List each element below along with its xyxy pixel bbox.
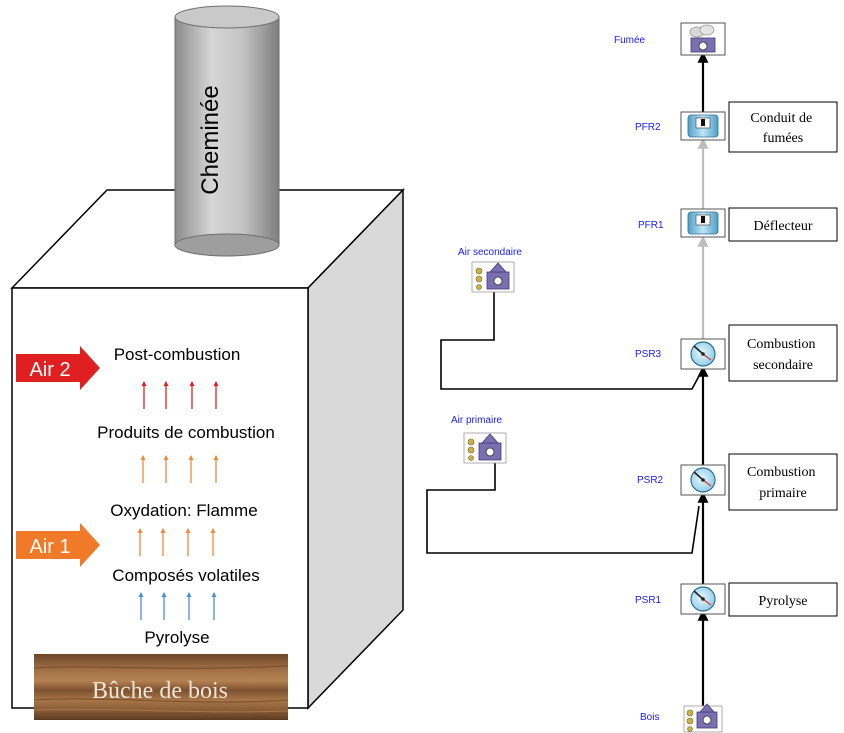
stage-pyrolysis: Pyrolyse	[144, 628, 209, 647]
stage-post-combustion: Post-combustion	[114, 345, 241, 364]
label-psr1: PSR1	[635, 595, 662, 606]
stage-volatiles: Composés volatiles	[112, 566, 259, 585]
box-combustion-primaire	[729, 454, 837, 510]
label-pfr1: PFR1	[638, 220, 664, 231]
box-pyrolyse-label: Pyrolyse	[759, 594, 808, 609]
fumee-icon[interactable]	[681, 23, 725, 55]
air-primaire-icon[interactable]	[464, 433, 506, 463]
bois-inlet-icon[interactable]	[684, 704, 722, 732]
psr2-icon[interactable]	[681, 465, 725, 495]
psr1-icon[interactable]	[681, 584, 725, 614]
stage-products: Produits de combustion	[97, 423, 275, 442]
label-pfr2: PFR2	[635, 122, 661, 133]
stage-oxidation: Oxydation: Flamme	[110, 501, 257, 520]
label-bois: Bois	[640, 712, 659, 723]
flow-air-secondaire	[441, 291, 699, 389]
label-psr2: PSR2	[637, 475, 664, 486]
box-conduit-line1: Conduit de	[750, 111, 812, 126]
box-combustion-primaire-line1: Combustion	[747, 465, 815, 480]
box-combustion-secondaire-line2: secondaire	[753, 358, 813, 373]
box-combustion-secondaire-line1: Combustion	[747, 337, 815, 352]
chimney-label: Cheminée	[197, 85, 224, 194]
air1-label: Air 1	[29, 536, 70, 558]
psr3-icon[interactable]	[681, 339, 725, 369]
box-conduit-line2: fumées	[763, 131, 803, 146]
label-psr3: PSR3	[635, 349, 662, 360]
air2-label: Air 2	[29, 359, 70, 381]
pfr1-icon[interactable]	[681, 209, 725, 237]
label-air-secondaire: Air secondaire	[458, 247, 522, 258]
wood-log: Bûche de bois	[34, 654, 288, 720]
box-deflecteur-label: Déflecteur	[753, 219, 812, 234]
log-label: Bûche de bois	[92, 678, 228, 704]
flow-lines	[427, 54, 703, 708]
label-fumee: Fumée	[614, 35, 646, 46]
air-secondaire-icon[interactable]	[472, 262, 514, 292]
pfr2-icon[interactable]	[681, 112, 725, 140]
label-air-primaire: Air primaire	[451, 415, 503, 426]
chimney: Cheminée	[175, 6, 279, 256]
box-combustion-primaire-line2: primaire	[759, 486, 806, 501]
